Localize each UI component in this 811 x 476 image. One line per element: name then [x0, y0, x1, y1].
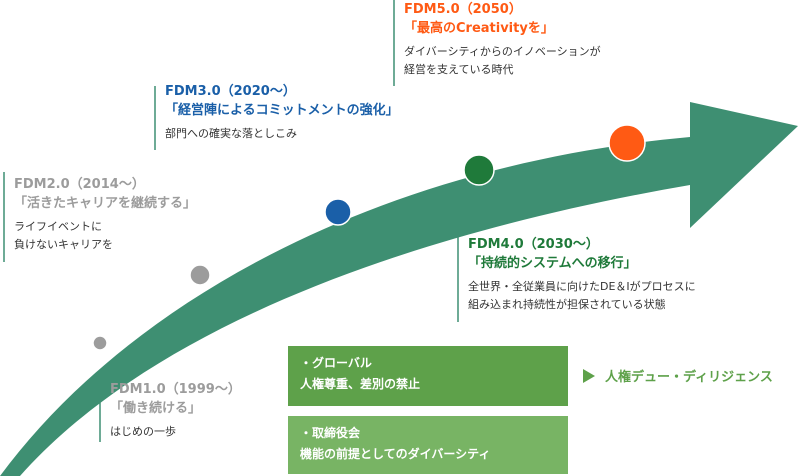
box-heading: ・取締役会 [300, 426, 361, 440]
stage-description: はじめの一歩 [110, 425, 176, 438]
stage-description-line: ダイバーシティからのイノベーションが [404, 45, 601, 58]
stage-version: FDM4.0（2030～） [468, 237, 599, 252]
stage-description: 部門への確実な落としこみ [165, 127, 297, 140]
stage-version: FDM1.0（1999～） [110, 382, 241, 397]
stage-fdm1: FDM1.0（1999～） 「働き続ける」 はじめの一歩 [100, 380, 241, 441]
stage-description-line: 組み込まれ持続性が担保されている状態 [468, 298, 666, 311]
stage-slogan: 「活きたキャリアを継続する」 [14, 196, 197, 211]
milestone-dot-1 [92, 335, 108, 351]
stage-fdm2: FDM2.0（2014～） 「活きたキャリアを継続する」 ライフイベントに 負け… [4, 175, 196, 254]
stage-fdm3: FDM3.0（2020～） 「経営陣によるコミットメントの強化」 部門への確実な… [155, 82, 399, 143]
stage-description-line: 負けないキャリアを [14, 238, 113, 251]
stage-description: ライフイベントに 負けないキャリアを [14, 218, 196, 254]
board-diversity-box: ・取締役会 機能の前提としてのダイバーシティ [288, 416, 568, 474]
milestone-dot-2 [189, 264, 211, 286]
box-text: 機能の前提としてのダイバーシティ [300, 447, 491, 461]
global-human-rights-box: ・グローバル 人権尊重、差別の禁止 [288, 346, 568, 406]
stage-description-line: ライフイベントに [14, 220, 102, 233]
box-text: 人権尊重、差別の禁止 [300, 377, 421, 391]
stage-fdm5: FDM5.0（2050） 「最高のCreativityを」 ダイバーシティからの… [394, 0, 601, 79]
growth-arrow [0, 102, 798, 476]
box-heading: ・グローバル [300, 356, 372, 370]
milestone-dot-3 [324, 198, 352, 226]
stage-description-line: 経営を支えている時代 [404, 63, 514, 76]
milestone-dot-4 [463, 154, 495, 186]
stage-fdm4: FDM4.0（2030～） 「持続的システムへの移行」 全世界・全従業員に向けた… [458, 235, 696, 314]
stage-slogan: 「働き続ける」 [110, 401, 202, 416]
stage-slogan: 「最高のCreativityを」 [404, 21, 554, 36]
stage-version: FDM2.0（2014～） [14, 177, 145, 192]
stage-version: FDM3.0（2020～） [165, 84, 296, 99]
human-rights-due-diligence-label: 人権デュー・ディリジェンス [605, 370, 773, 385]
stage-slogan: 「経営陣によるコミットメントの強化」 [165, 103, 399, 118]
stage-version: FDM5.0（2050） [404, 2, 522, 17]
milestone-dot-5 [608, 124, 646, 162]
triangle-right-icon [583, 369, 595, 383]
stage-description-line: 全世界・全従業員に向けたDE＆Iがプロセスに [468, 280, 696, 293]
stage-description: ダイバーシティからのイノベーションが 経営を支えている時代 [404, 43, 601, 79]
stage-slogan: 「持続的システムへの移行」 [468, 256, 637, 271]
stage-description: 全世界・全従業員に向けたDE＆Iがプロセスに 組み込まれ持続性が担保されている状… [468, 278, 696, 314]
